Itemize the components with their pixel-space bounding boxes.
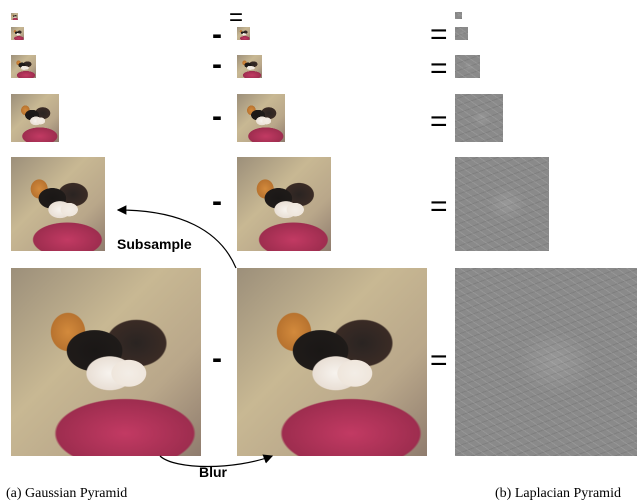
minus-operator-3: -	[212, 100, 222, 133]
laplacian-level-4-image	[455, 55, 480, 78]
equals-operator-2: =	[430, 190, 448, 223]
gaussian-level-5-image	[11, 27, 24, 40]
blurred-level-5-image	[237, 27, 250, 40]
laplacian-pyramid-caption: (b) Laplacian Pyramid	[495, 486, 621, 501]
laplacian-level-5-image	[455, 27, 468, 40]
equals-operator-5a: =	[229, 4, 244, 31]
gaussian-pyramid-caption: (a) Gaussian Pyramid	[6, 486, 128, 501]
laplacian-level-6-image	[455, 12, 462, 19]
laplacian-level-2-image	[455, 157, 549, 251]
gaussian-level-1-image	[11, 268, 201, 456]
gaussian-level-3-image	[11, 94, 59, 142]
equals-operator-5: =	[430, 18, 448, 51]
subsample-label: Subsample	[117, 236, 192, 252]
blurred-level-3-image	[237, 94, 285, 142]
gaussian-level-2-image	[11, 157, 105, 251]
equals-operator-4: =	[430, 52, 448, 85]
gaussian-level-6-image	[11, 13, 18, 20]
laplacian-level-3-image	[455, 94, 503, 142]
gaussian-level-4-image	[11, 55, 36, 78]
blurred-level-1-image	[237, 268, 427, 456]
equals-operator-1: =	[430, 344, 448, 377]
minus-operator-5: -	[212, 18, 222, 51]
minus-operator-4: -	[212, 48, 222, 81]
blurred-level-2-image	[237, 157, 331, 251]
equals-operator-3: =	[430, 105, 448, 138]
blur-label: Blur	[199, 464, 227, 480]
laplacian-level-1-image	[455, 268, 637, 456]
minus-operator-2: -	[212, 185, 222, 218]
blurred-level-4-image	[237, 55, 262, 78]
minus-operator-1: -	[212, 342, 222, 375]
